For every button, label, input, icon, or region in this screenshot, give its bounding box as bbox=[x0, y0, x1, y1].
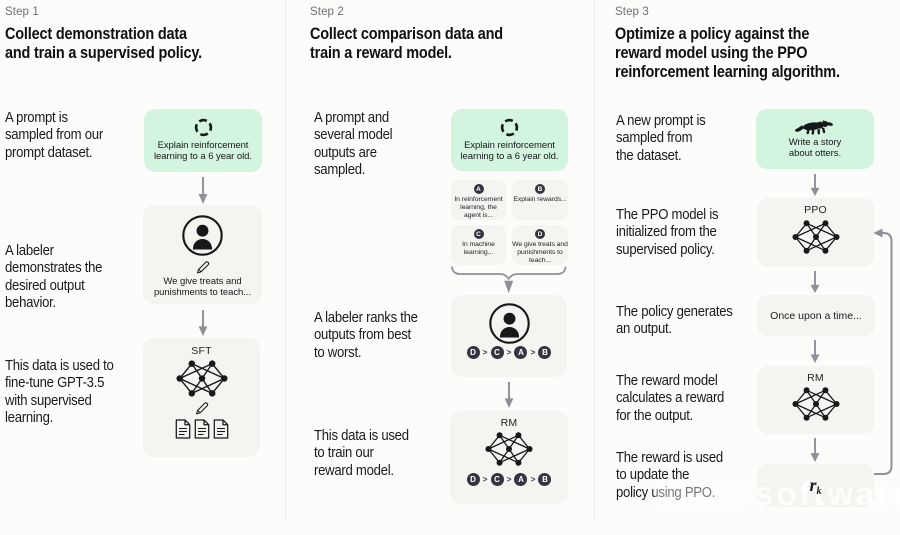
rank-separator: > bbox=[482, 347, 488, 357]
answer-b-badge: B bbox=[535, 184, 545, 194]
document-icon bbox=[213, 419, 229, 439]
rm-model-box-step2: RM D > C > A > B bbox=[450, 411, 568, 504]
output-box-text: Once upon a time... bbox=[770, 309, 862, 322]
step-2-annotation-prompt: A prompt and several model outputs are s… bbox=[314, 109, 393, 179]
step-1-annotation-finetune: This data is used to fine-tune GPT-3.5 w… bbox=[5, 357, 114, 427]
prompt-box-step3-text: Write a story about otters. bbox=[788, 137, 842, 159]
step-2-annotation-training: This data is used to train our reward mo… bbox=[314, 427, 409, 479]
labeler-box-step1-text: We give treats and punishments to teach.… bbox=[153, 276, 252, 298]
output-box: Once upon a time... bbox=[757, 295, 875, 336]
pencil-icon bbox=[195, 259, 211, 275]
rank-badge: A bbox=[514, 346, 528, 359]
labeler-box-step1: We give treats and punishments to teach.… bbox=[143, 205, 262, 304]
neural-network-icon bbox=[792, 386, 840, 422]
reward-value-base: r bbox=[809, 474, 817, 495]
rank-separator: > bbox=[530, 474, 536, 484]
answer-c-text: In machine learning... bbox=[462, 241, 495, 256]
sft-model-box: SFT bbox=[143, 338, 260, 457]
step-1-heading: Collect demonstration data and train a s… bbox=[5, 24, 203, 62]
answer-box-d: D We give treats and punishments to teac… bbox=[512, 225, 568, 265]
answer-c-badge: C bbox=[473, 229, 484, 239]
step-1-annotation-labeler: A labeler demonstrates the desired outpu… bbox=[5, 242, 103, 312]
step-2-annotation-ranking: A labeler ranks the outputs from best to… bbox=[314, 309, 418, 361]
prompt-box-step3: Write a story about otters. bbox=[756, 109, 874, 169]
ranking-row: D > C > A > B bbox=[466, 473, 552, 486]
step-3-annotation-reward: The reward model calculates a reward for… bbox=[616, 372, 725, 424]
person-icon bbox=[489, 303, 530, 344]
rank-separator: > bbox=[506, 474, 512, 484]
ppo-label: PPO bbox=[804, 204, 827, 216]
neural-network-icon bbox=[485, 431, 533, 467]
neural-network-icon bbox=[792, 219, 840, 255]
answer-box-a: A In reinforcement learning, the agent i… bbox=[451, 180, 506, 220]
prompt-box-step1-text: Explain reinforcement learning to a 6 ye… bbox=[153, 140, 253, 162]
arrow-down-icon bbox=[809, 271, 821, 293]
step-3-annotation-update: The reward is used to update the policy … bbox=[616, 449, 723, 501]
rank-separator: > bbox=[482, 474, 488, 484]
rm-model-box-step3: RM bbox=[757, 366, 874, 434]
arrow-down-icon bbox=[197, 177, 209, 204]
arrow-down-icon bbox=[809, 174, 821, 196]
answer-b-text: Explain rewards... bbox=[513, 196, 567, 203]
rank-badge: C bbox=[490, 346, 504, 359]
step-1-label: Step 1 bbox=[5, 6, 39, 18]
document-icon bbox=[194, 419, 210, 439]
document-icon bbox=[175, 419, 191, 439]
rank-badge: D bbox=[466, 473, 480, 486]
prompt-box-step2: Explain reinforcement learning to a 6 ye… bbox=[451, 109, 568, 171]
rank-separator: > bbox=[530, 347, 536, 357]
answer-box-b: B Explain rewards... bbox=[512, 180, 568, 220]
rank-badge: A bbox=[514, 473, 528, 486]
answer-box-c: C In machine learning... bbox=[451, 225, 506, 265]
reward-value: rk bbox=[809, 475, 821, 497]
answer-a-text: In reinforcement learning, the agent is.… bbox=[454, 196, 503, 219]
step-3-annotation-output: The policy generates an output. bbox=[616, 303, 733, 338]
rm-label: RM bbox=[807, 372, 824, 384]
merge-brace-arrow-icon bbox=[451, 266, 567, 293]
prompt-box-step2-text: Explain reinforcement learning to a 6 ye… bbox=[460, 140, 559, 162]
rank-badge: B bbox=[538, 473, 552, 486]
rank-badge: B bbox=[538, 346, 552, 359]
step-2-heading: Collect comparison data and train a rewa… bbox=[310, 24, 503, 62]
arrow-down-icon bbox=[809, 340, 821, 363]
arrow-down-icon bbox=[503, 382, 515, 408]
step-3-annotation-ppo: The PPO model is initialized from the su… bbox=[616, 206, 719, 258]
rm-label: RM bbox=[500, 417, 518, 429]
step-2-label: Step 2 bbox=[310, 6, 344, 18]
ranking-row: D > C > A > B bbox=[466, 346, 552, 359]
reward-value-subscript: k bbox=[816, 485, 822, 497]
step-3-label: Step 3 bbox=[615, 6, 649, 18]
cycle-icon bbox=[193, 117, 214, 138]
sft-label: SFT bbox=[191, 345, 212, 357]
neural-network-icon bbox=[176, 359, 228, 398]
answer-d-text: We give treats and punishments to teach.… bbox=[512, 241, 568, 264]
column-divider-1 bbox=[285, 0, 286, 521]
step-3-annotation-prompt: A new prompt is sampled from the dataset… bbox=[616, 112, 706, 164]
reward-value-box: rk bbox=[757, 464, 874, 507]
step-3-heading: Optimize a policy against the reward mod… bbox=[615, 24, 840, 81]
watermark-haze bbox=[655, 483, 747, 507]
documents-icon bbox=[175, 419, 229, 439]
answer-a-badge: A bbox=[473, 184, 484, 194]
column-divider-2 bbox=[594, 0, 595, 521]
labeler-box-step2: D > C > A > B bbox=[451, 295, 567, 377]
arrow-down-icon bbox=[197, 310, 209, 336]
rank-separator: > bbox=[506, 347, 512, 357]
watermark-text: software bbox=[755, 475, 900, 512]
pencil-icon bbox=[194, 400, 210, 416]
rank-badge: C bbox=[490, 473, 504, 486]
rank-badge: D bbox=[466, 346, 480, 359]
cycle-icon bbox=[499, 117, 520, 138]
person-icon bbox=[182, 215, 223, 256]
otter-icon bbox=[794, 117, 836, 136]
answer-d-badge: D bbox=[535, 229, 545, 239]
arrow-down-icon bbox=[809, 438, 821, 462]
ppo-model-box: PPO bbox=[757, 198, 874, 267]
prompt-box-step1: Explain reinforcement learning to a 6 ye… bbox=[144, 109, 262, 172]
feedback-loop-arrow-icon bbox=[873, 228, 893, 475]
step-1-annotation-prompt: A prompt is sampled from our prompt data… bbox=[5, 109, 103, 161]
